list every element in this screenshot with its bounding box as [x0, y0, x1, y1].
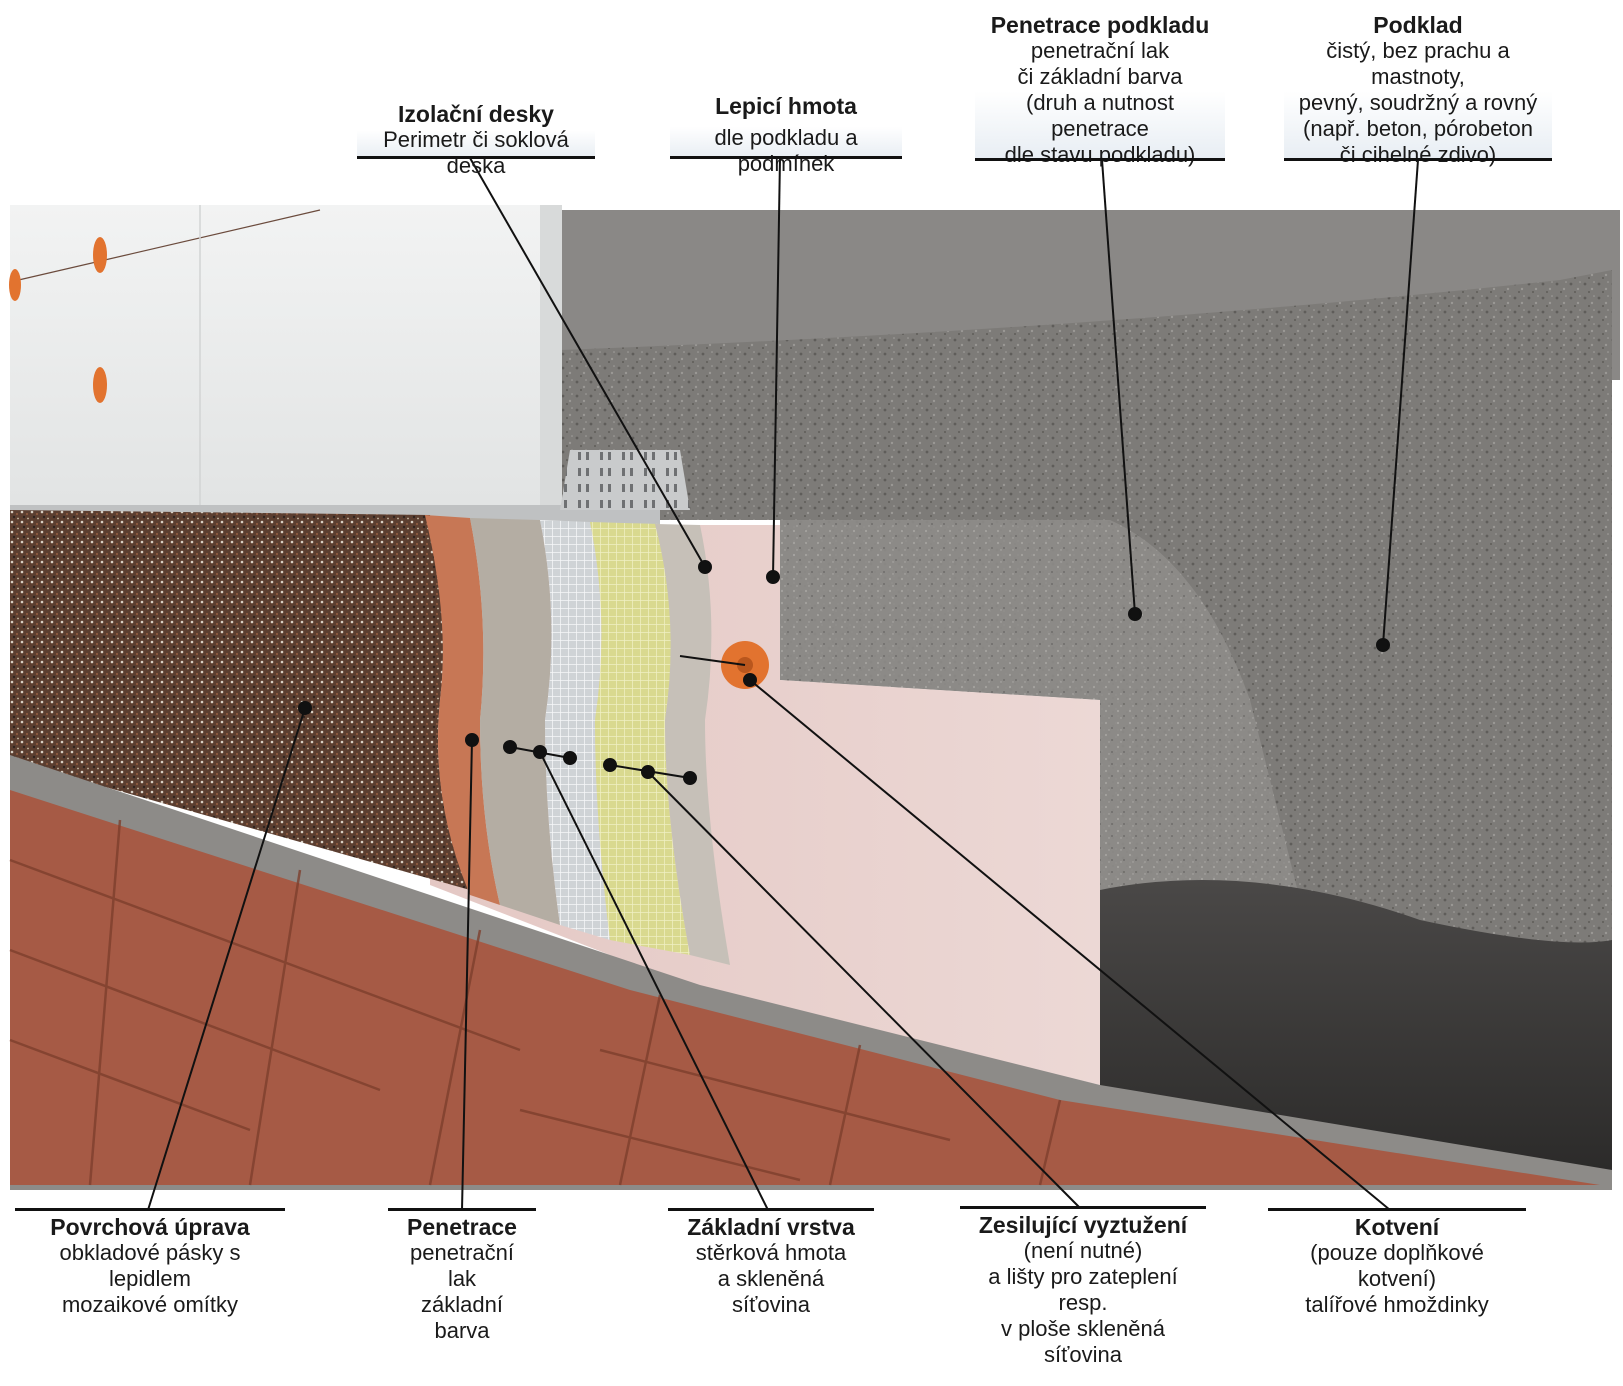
callout-zesilujici-vyztuzeni: Zesilující vyztužení (není nutné) a lišt…: [960, 1206, 1206, 1367]
penetrated-concrete-zone: [780, 520, 1300, 900]
callout-title: Zesilující vyztužení: [978, 1212, 1188, 1238]
callout-line: v ploše skleněná síťovina: [1001, 1316, 1165, 1367]
callout-zakladni-vrstva: Základní vrstva stěrková hmota a skleněn…: [668, 1208, 874, 1317]
callout-line: či základní barva: [1017, 64, 1183, 89]
anchor-dowel-white-2: [93, 367, 107, 403]
callout-line: (pouze doplňkové kotvení): [1310, 1240, 1484, 1291]
mesh-layer: [540, 520, 610, 940]
callout-line: (druh a nutnost penetrace: [1026, 90, 1174, 141]
callout-title: Lepicí hmota: [715, 93, 857, 119]
adhesive-grey-layer: [655, 524, 730, 965]
white-insulation-board: [10, 205, 562, 505]
callout-line: talířové hmoždinky: [1305, 1292, 1489, 1317]
callout-title: Penetrace: [407, 1214, 517, 1240]
callout-title: Kotvení: [1354, 1214, 1440, 1240]
callout-line: penetrační lak: [410, 1240, 514, 1291]
callout-izolacni-desky: Izolační desky Perimetr či soklová deska: [357, 95, 595, 178]
callout-line: stěrková hmota: [695, 1240, 847, 1265]
callout-title: Základní vrstva: [687, 1214, 855, 1240]
callout-kotveni: Kotvení (pouze doplňkové kotvení) talířo…: [1268, 1208, 1526, 1317]
mosaic-plaster-surface: [10, 510, 470, 890]
callout-line: pevný, soudržný a rovný: [1298, 90, 1538, 115]
callout-line: Perimetr či soklová deska: [383, 127, 569, 178]
reinforcement-yellow-layer: [590, 522, 690, 955]
callout-penetrace: Penetrace penetrační lak základní barva: [388, 1208, 536, 1343]
floor-tiles: [10, 790, 1600, 1185]
base-coat-layer: [470, 518, 560, 925]
callout-line: dle podkladu a podmínek: [714, 125, 858, 176]
penetration-layer: [425, 515, 500, 905]
callout-penetrace-podkladu: Penetrace podkladu penetrační lak či zák…: [975, 6, 1225, 167]
anchor-dowel-white-3: [9, 269, 21, 301]
callout-title: Penetrace podkladu: [990, 12, 1210, 38]
callout-title: Podklad: [1373, 12, 1463, 38]
callout-line: (není nutné): [1023, 1238, 1143, 1263]
callout-line: penetrační lak: [1030, 38, 1170, 63]
callout-lepici-hmota: Lepicí hmota dle podkladu a podmínek: [670, 87, 902, 176]
callout-line: dle stavu podkladu): [1004, 142, 1196, 167]
callout-line: a lišty pro zateplení resp.: [988, 1264, 1178, 1315]
callout-line: či cihelné zdivo): [1339, 142, 1497, 167]
callout-line: a skleněná síťovina: [717, 1266, 825, 1317]
callout-line: mozaikové omítky: [61, 1292, 239, 1317]
anchor-dowel-white-1: [93, 237, 107, 273]
callout-line: (např. beton, pórobeton: [1303, 116, 1533, 141]
dark-base-area: [1100, 880, 1612, 1180]
callout-title: Povrchová úprava: [50, 1214, 250, 1240]
callout-podklad: Podklad čistý, bez prachu a mastnoty, pe…: [1284, 6, 1552, 167]
callout-povrchova-uprava: Povrchová úprava obkladové pásky s lepid…: [15, 1208, 285, 1317]
callout-line: základní barva: [421, 1292, 503, 1343]
callout-title: Izolační desky: [398, 101, 554, 127]
callout-line: obkladové pásky s lepidlem: [59, 1240, 241, 1291]
callout-line: čistý, bez prachu a mastnoty,: [1326, 38, 1510, 89]
